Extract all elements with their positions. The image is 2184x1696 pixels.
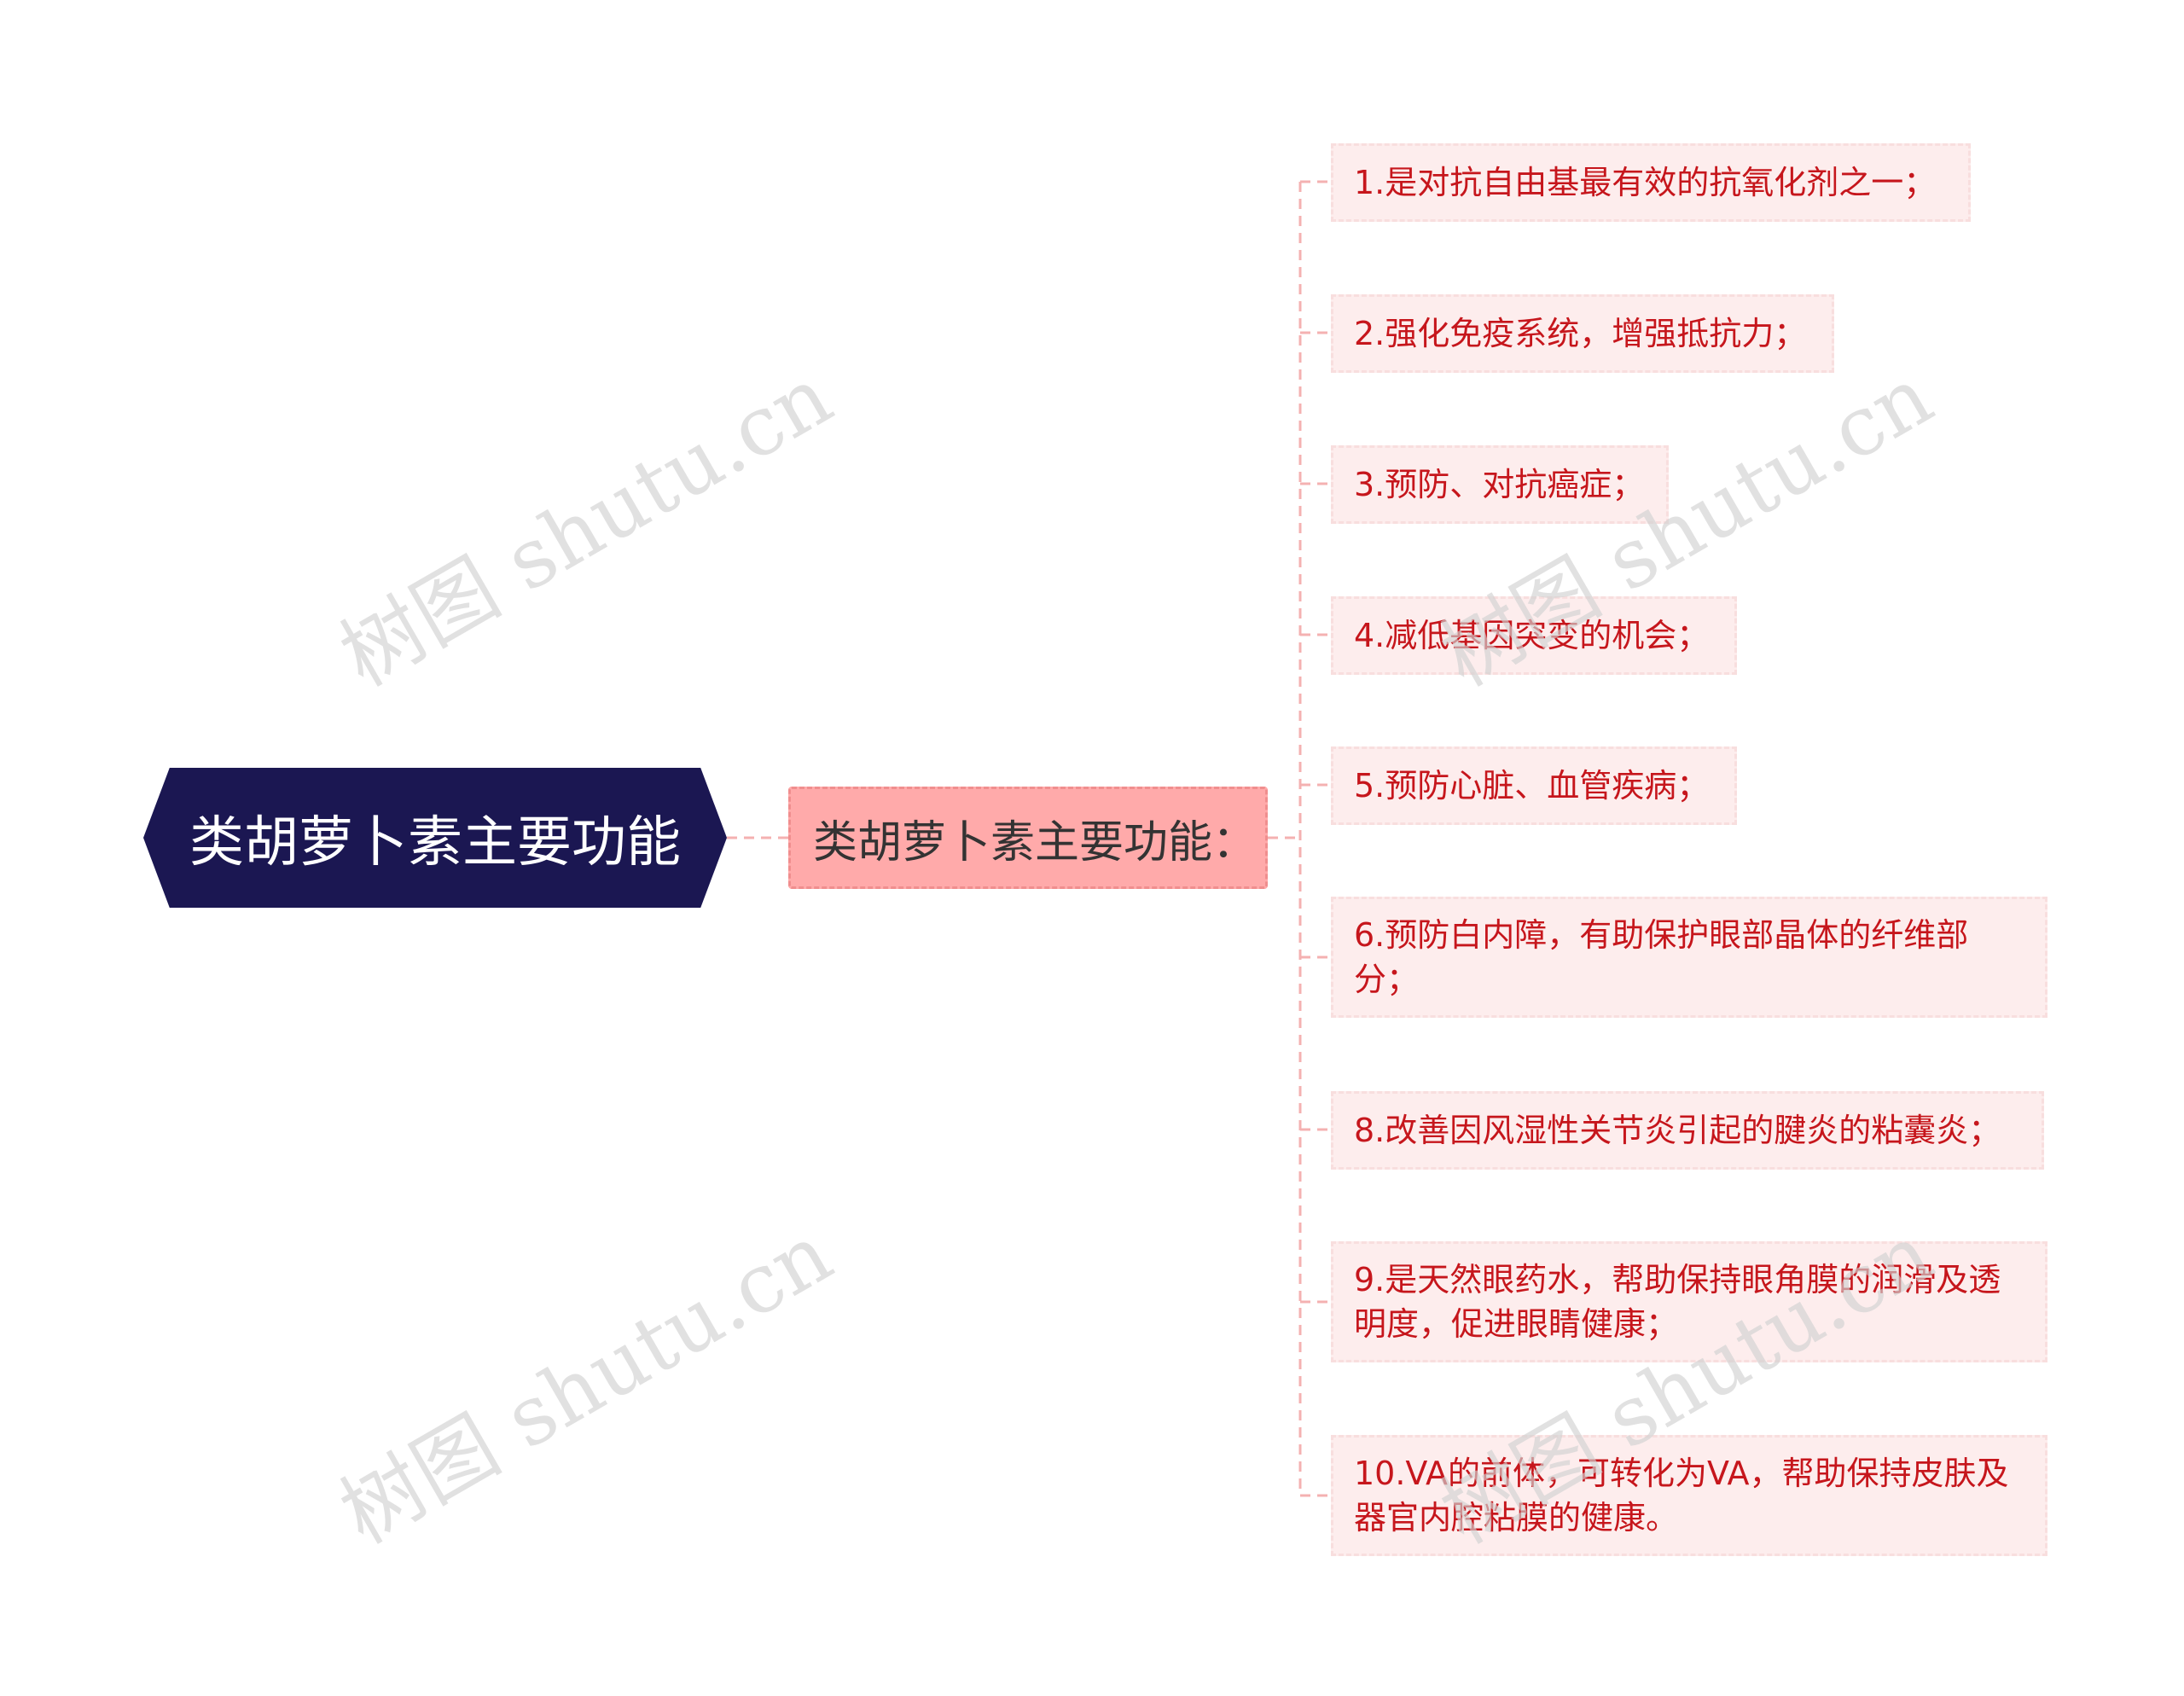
leaf-node[interactable]: 2.强化免疫系统，增强抵抗力； bbox=[1331, 294, 1834, 373]
leaf-node-label: 5.预防心脏、血管疾病； bbox=[1354, 767, 1710, 804]
leaf-node[interactable]: 3.预防、对抗癌症； bbox=[1331, 445, 1669, 524]
root-node[interactable]: 类胡萝卜素主要功能 bbox=[143, 768, 727, 908]
leaf-node[interactable]: 6.预防白内障，有助保护眼部晶体的纤维部分； bbox=[1331, 897, 2048, 1018]
leaf-node-label: 2.强化免疫系统，增强抵抗力； bbox=[1354, 315, 1807, 352]
leaf-node-label: 3.预防、对抗癌症； bbox=[1354, 466, 1645, 503]
leaf-node[interactable]: 4.减低基因突变的机会； bbox=[1331, 596, 1737, 675]
leaf-node[interactable]: 10.VA的前体，可转化为VA，帮助保持皮肤及器官内腔粘膜的健康。 bbox=[1331, 1435, 2048, 1556]
leaf-node-label: 8.改善因风湿性关节炎引起的腱炎的粘囊炎； bbox=[1354, 1112, 2001, 1149]
branch-node-label: 类胡萝卜素主要功能： bbox=[813, 816, 1258, 868]
leaf-node[interactable]: 9.是天然眼药水，帮助保持眼角膜的润滑及透明度，促进眼睛健康； bbox=[1331, 1241, 2048, 1362]
leaf-node[interactable]: 8.改善因风湿性关节炎引起的腱炎的粘囊炎； bbox=[1331, 1091, 2044, 1170]
leaf-node[interactable]: 1.是对抗自由基最有效的抗氧化剂之一； bbox=[1331, 143, 1971, 222]
leaf-node-label: 10.VA的前体，可转化为VA，帮助保持皮肤及器官内腔粘膜的健康。 bbox=[1354, 1455, 2009, 1536]
leaf-node-label: 6.预防白内障，有助保护眼部晶体的纤维部分； bbox=[1354, 916, 1969, 998]
root-node-label: 类胡萝卜素主要功能 bbox=[189, 811, 681, 874]
leaf-node[interactable]: 5.预防心脏、血管疾病； bbox=[1331, 746, 1737, 825]
leaf-node-label: 9.是天然眼药水，帮助保持眼角膜的润滑及透明度，促进眼睛健康； bbox=[1354, 1261, 2001, 1343]
branch-node[interactable]: 类胡萝卜素主要功能： bbox=[788, 787, 1268, 889]
leaf-node-label: 4.减低基因突变的机会； bbox=[1354, 617, 1710, 654]
leaf-node-label: 1.是对抗自由基最有效的抗氧化剂之一； bbox=[1354, 164, 1937, 201]
